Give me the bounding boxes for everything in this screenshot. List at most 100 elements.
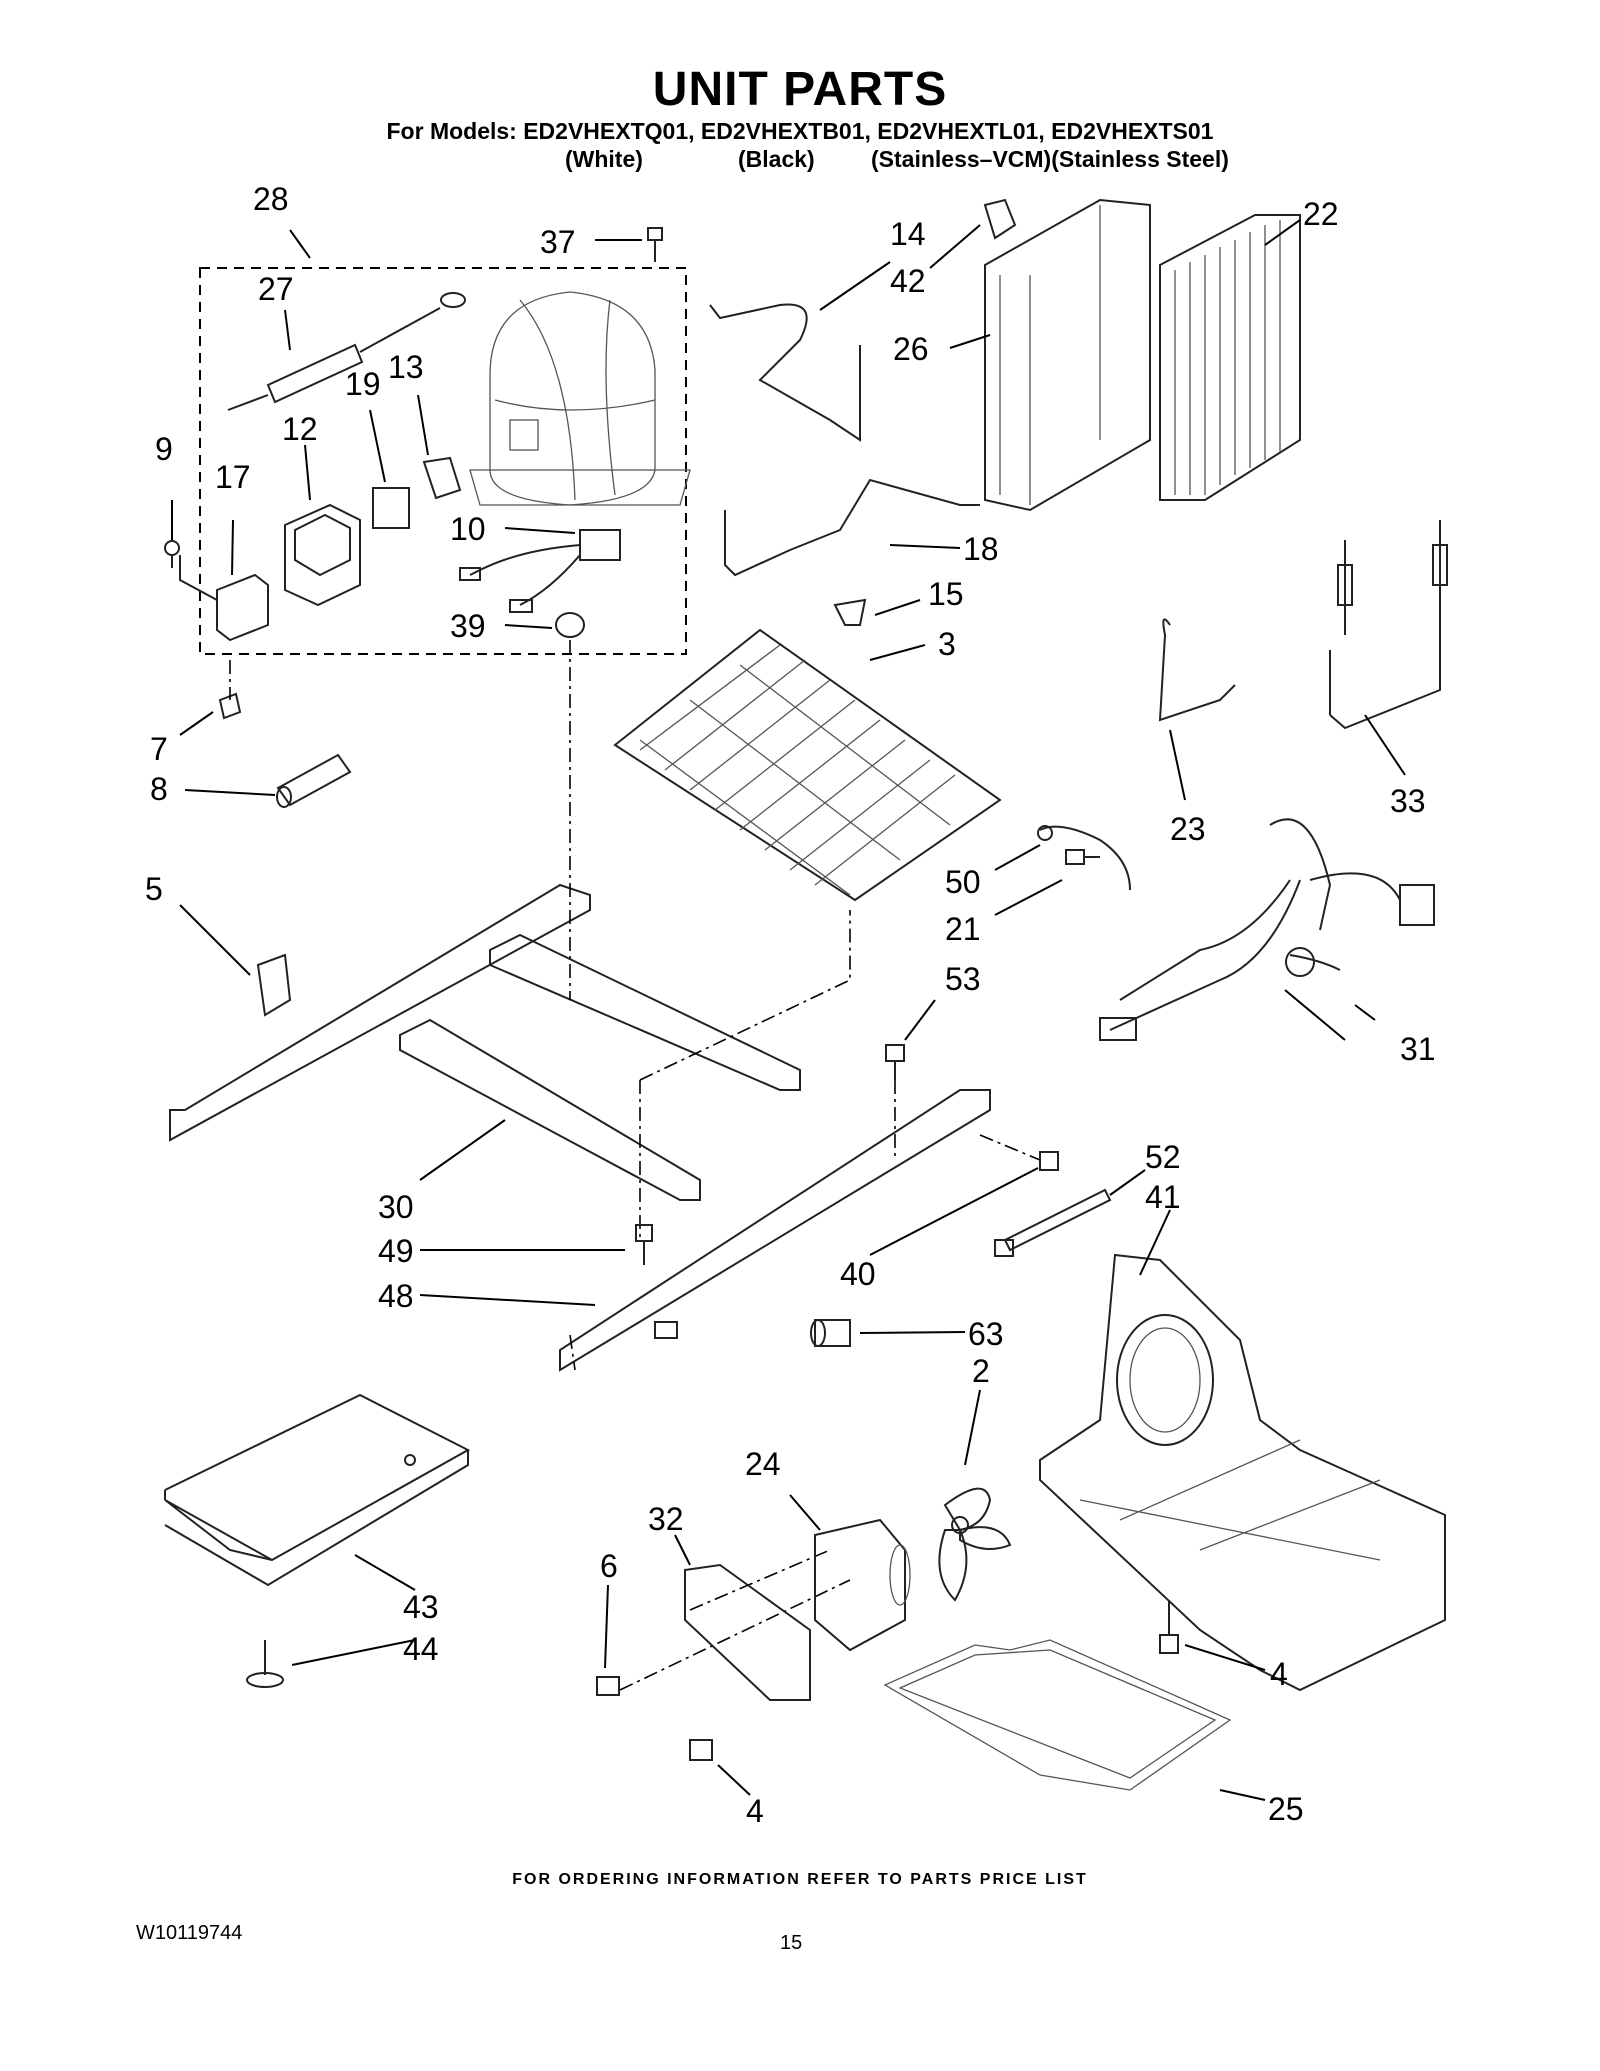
callout-8: 8: [150, 771, 168, 807]
assembly-line: [979, 1134, 1041, 1161]
screw-6-part: [596, 1676, 620, 1696]
callout-52: 52: [1145, 1139, 1181, 1175]
callout-39: 39: [450, 608, 486, 644]
wire-harness-31-part: [1099, 818, 1435, 1041]
callout-63: 63: [968, 1316, 1004, 1352]
assembly-line: [619, 1579, 851, 1691]
screw-37-part: [647, 227, 663, 262]
filter-drier-part: [227, 292, 466, 411]
callout-3: 3: [938, 626, 956, 662]
callout-21: 21: [945, 911, 981, 947]
relay-part: [284, 503, 361, 607]
screw-4-lower-part: [689, 1739, 713, 1761]
callout-53: 53: [945, 961, 981, 997]
screw-21-part: [1065, 849, 1100, 865]
screw-48-part: [654, 1321, 678, 1339]
assembly-line: [569, 1334, 576, 1371]
callout-24: 24: [745, 1446, 781, 1482]
model-list: For Models: ED2VHEXTQ01, ED2VHEXTB01, ED…: [386, 118, 1214, 144]
callout-17: 17: [215, 459, 251, 495]
variant-white: (White): [565, 146, 643, 172]
compressor-part: [469, 291, 691, 506]
drain-pan-25-part: [883, 1639, 1232, 1791]
fastener-44-part: [246, 1640, 284, 1688]
frame-rails-part: [169, 883, 991, 1372]
wire-50-part: [1039, 825, 1131, 891]
callout-13: 13: [388, 349, 424, 385]
harness-10-part: [459, 529, 621, 613]
callout-23: 23: [1170, 811, 1206, 847]
sleeve-8-end: [276, 786, 292, 808]
evaporator-3-part: [613, 628, 1002, 902]
callout-5: 5: [145, 871, 163, 907]
base-41-part: [1039, 1253, 1446, 1692]
callout-30: 30: [378, 1189, 414, 1225]
grommet-39-part: [555, 612, 585, 638]
bracket-32-part: [684, 1563, 811, 1701]
callout-44: 44: [403, 1631, 439, 1667]
part-63: [810, 1319, 851, 1347]
callout-10: 10: [450, 511, 486, 547]
callout-48: 48: [378, 1278, 414, 1314]
callout-19: 19: [345, 366, 381, 402]
leader-lines: [171, 219, 1406, 1801]
connector-19-part: [372, 487, 410, 529]
screw-53-part: [885, 1044, 905, 1080]
callout-7: 7: [150, 731, 168, 767]
document-number: W10119744: [136, 1922, 243, 1944]
cover-13-part: [422, 456, 462, 500]
screw-4-upper-part: [1159, 1600, 1179, 1654]
callout-6: 6: [600, 1548, 618, 1584]
bracket-23-part: [1158, 618, 1236, 722]
callout-9: 9: [155, 431, 173, 467]
callout-26: 26: [893, 331, 929, 367]
callout-31: 31: [1400, 1031, 1436, 1067]
callout-4-upper: 4: [1270, 1656, 1288, 1692]
tie-52-part: [1003, 1188, 1112, 1252]
assembly-line: [639, 910, 851, 1081]
sleeve-8-part: [276, 753, 352, 807]
callout-49: 49: [378, 1233, 414, 1269]
callout-33: 33: [1390, 783, 1426, 819]
clip-5-part: [256, 953, 292, 1017]
callout-2: 2: [972, 1353, 990, 1389]
condenser-shroud-26-part: [984, 198, 1151, 512]
callout-25: 25: [1268, 1791, 1304, 1827]
callout-32: 32: [648, 1501, 684, 1537]
condenser-22-part: [1159, 214, 1301, 501]
tube-33-part: [1329, 520, 1448, 730]
grommet-50-part: [1037, 825, 1053, 841]
screw-49-part: [635, 1224, 653, 1265]
cover-43-part: [164, 1393, 471, 1587]
callout-42: 42: [890, 263, 926, 299]
page-title: UNIT PARTS: [652, 63, 948, 116]
callout-27: 27: [258, 271, 294, 307]
callout-43: 43: [403, 1589, 439, 1625]
callout-15: 15: [928, 576, 964, 612]
variant-stainless: (Stainless–VCM)(Stainless Steel): [871, 146, 1229, 172]
tube-18-part: [724, 478, 980, 577]
variant-black: (Black): [738, 146, 815, 172]
callout-labels: 28 37 14 42 22 27 26 19 13 9 12 17 10 18…: [145, 181, 1436, 1829]
clip-42-part: [983, 198, 1017, 240]
page-number: 15: [780, 1932, 803, 1954]
tie-52-head: [994, 1239, 1014, 1257]
callout-28: 28: [253, 181, 289, 217]
callout-12: 12: [282, 411, 318, 447]
callout-41: 41: [1145, 1179, 1181, 1215]
ordering-note: FOR ORDERING INFORMATION REFER TO PARTS …: [512, 1871, 1088, 1888]
clip-15-part: [833, 598, 867, 626]
tube-14-part: [709, 303, 861, 442]
callout-40: 40: [840, 1256, 876, 1292]
screw-40-part: [1039, 1151, 1059, 1171]
start-device-17-part: [164, 540, 269, 642]
fan-blade-2-part: [938, 1487, 1012, 1602]
callout-14: 14: [890, 216, 926, 252]
compressor-assembly-box: [199, 267, 687, 655]
callout-4-lower: 4: [746, 1793, 764, 1829]
callout-22: 22: [1303, 196, 1339, 232]
callout-50: 50: [945, 864, 981, 900]
callout-18: 18: [963, 531, 999, 567]
